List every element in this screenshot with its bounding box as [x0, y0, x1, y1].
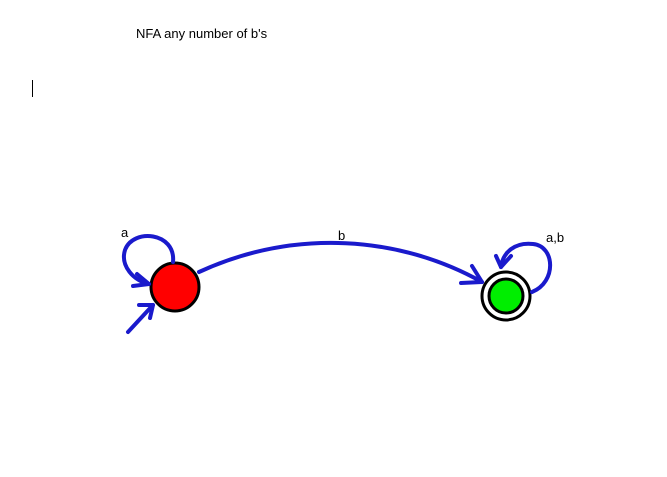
transition-q0-q1 [197, 240, 484, 284]
initial-arrow-head [137, 303, 155, 320]
text-cursor [32, 80, 33, 97]
transition-q0-q1-label: b [338, 228, 345, 243]
transition-q0-q1-arrow-head [459, 264, 484, 285]
self-loop-q1 [499, 241, 553, 294]
self-loop-q1-label: a,b [546, 230, 564, 245]
accept-state [487, 277, 525, 315]
start-state [149, 261, 201, 313]
self-loop-q0-arrow-head [131, 272, 151, 288]
diagram-title: NFA any number of b's [136, 26, 268, 41]
self-loop-q1-arrow-head [494, 254, 513, 269]
self-loop-q0-label: a [121, 225, 129, 240]
initial-arrow [126, 303, 155, 334]
self-loop-q0 [121, 234, 176, 286]
